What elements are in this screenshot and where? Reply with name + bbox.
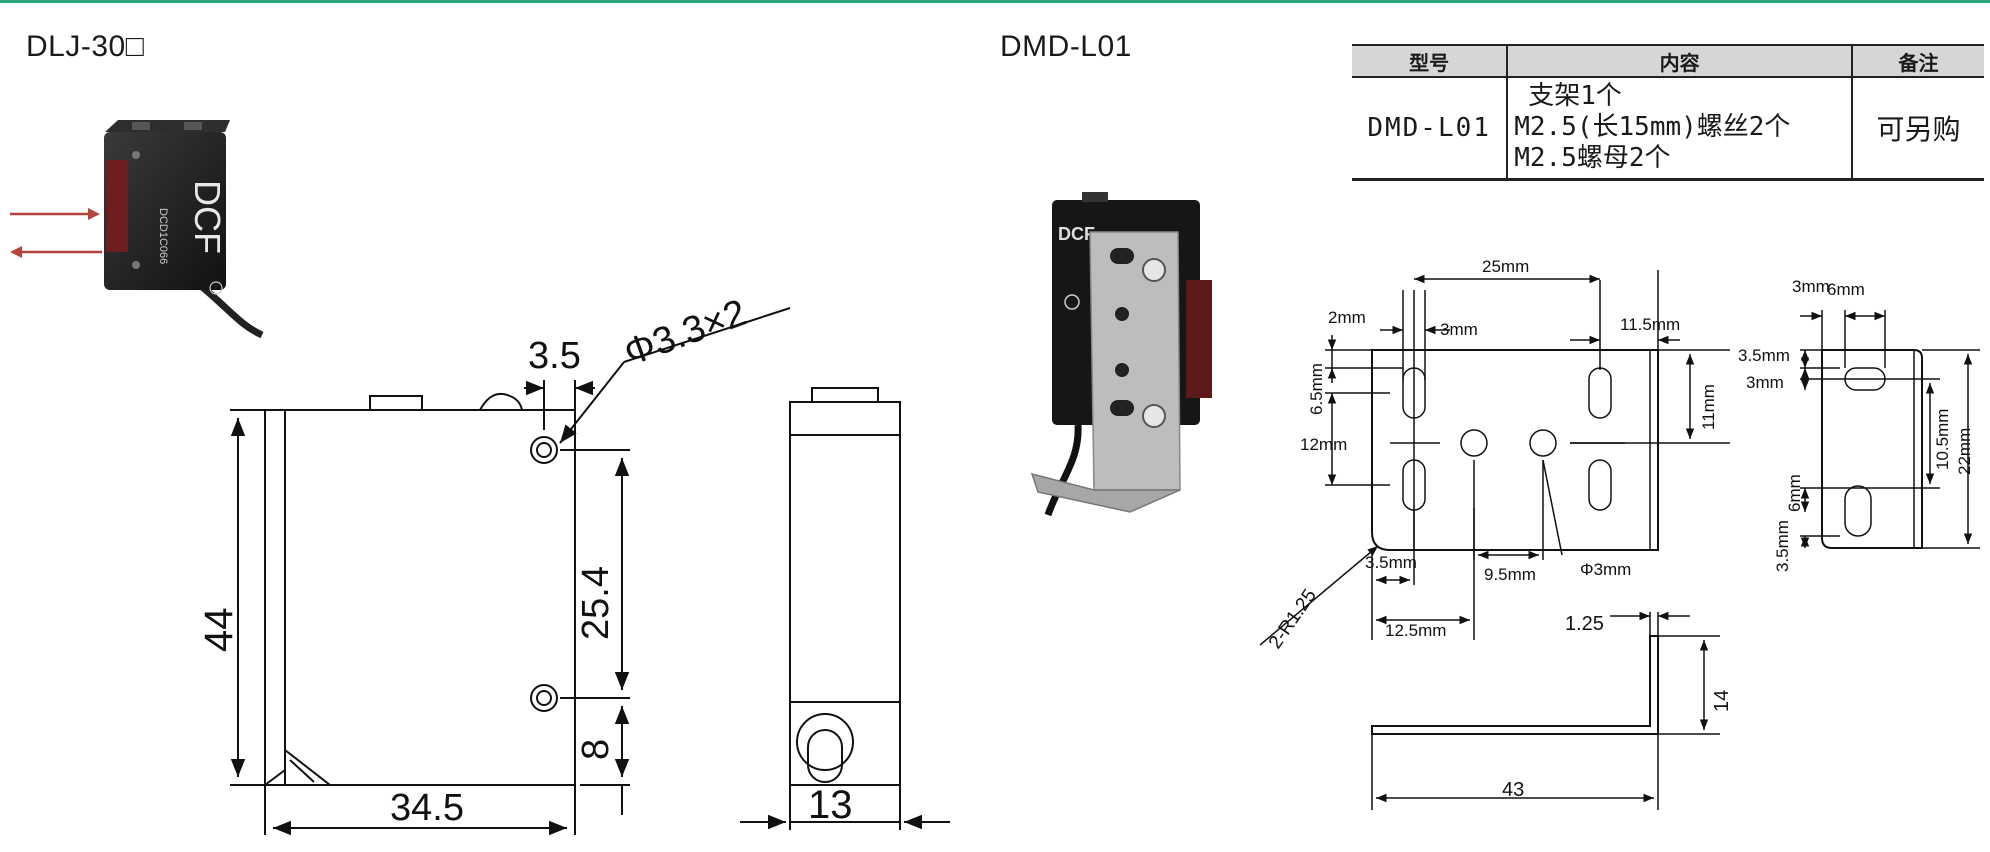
sensor-photo: DCF DCD1C066 bbox=[10, 120, 264, 339]
content-line: 支架1个 bbox=[1528, 81, 1622, 112]
dim-hole-diameter: Φ3.3×2 bbox=[619, 292, 752, 375]
spec-table: 型号 内容 备注 DMD-L01 支架1个 M2.5(长15mm)螺丝2个 M2… bbox=[1352, 44, 1984, 181]
left-model-title: DLJ-30□ bbox=[26, 30, 145, 63]
sensor-code-text: DCD1C066 bbox=[157, 208, 169, 264]
dim-side-3mm: 3mm bbox=[1792, 277, 1830, 296]
header-note: 备注 bbox=[1850, 44, 1984, 78]
dim-3-5: 3.5 bbox=[528, 335, 581, 377]
dim-12-5mm: 12.5mm bbox=[1385, 621, 1446, 640]
dim-6-5mm: 6.5mm bbox=[1307, 363, 1326, 415]
bracket-photo-brand: DCF bbox=[1058, 224, 1095, 244]
content-line: M2.5螺母2个 bbox=[1514, 143, 1671, 174]
dim-9-5mm: 9.5mm bbox=[1484, 565, 1536, 584]
dim-length-43: 43 bbox=[1502, 779, 1524, 801]
dim-11-5mm: 11.5mm bbox=[1620, 315, 1680, 334]
dim-25mm: 25mm bbox=[1482, 257, 1529, 276]
dim-side-3-5mm-b: 3.5mm bbox=[1773, 520, 1792, 572]
dim-side-3-5mm: 3.5mm bbox=[1738, 346, 1790, 365]
dim-side-6mm-b: 6mm bbox=[1785, 474, 1804, 512]
dim-side-3mm-b: 3mm bbox=[1746, 373, 1784, 392]
dim-12mm: 12mm bbox=[1300, 435, 1347, 454]
dim-3-5mm: 3.5mm bbox=[1365, 553, 1417, 572]
cell-content: 支架1个 M2.5(长15mm)螺丝2个 M2.5螺母2个 bbox=[1506, 77, 1853, 181]
header-content: 内容 bbox=[1506, 44, 1853, 78]
dim-bottom-8: 8 bbox=[575, 739, 617, 760]
dim-width-34-5: 34.5 bbox=[390, 787, 464, 829]
cell-model: DMD-L01 bbox=[1352, 77, 1509, 181]
bracket-dimension-drawing: 25mm 2mm 3mm 11.5mm 6.5mm 12mm 11mm 2-R1… bbox=[1259, 257, 1980, 810]
dim-height-44: 44 bbox=[197, 608, 241, 653]
dim-depth-13: 13 bbox=[808, 783, 853, 827]
dim-hole-3mm: Φ3mm bbox=[1580, 560, 1631, 579]
dim-side-10-5mm: 10.5mm bbox=[1933, 409, 1952, 470]
dim-11mm: 11mm bbox=[1699, 384, 1718, 430]
sensor-dimension-drawing: 3.5 Φ3.3×2 44 25.4 8 34.5 13 bbox=[197, 292, 950, 836]
dim-side-6mm: 6mm bbox=[1827, 280, 1865, 299]
dim-height-14: 14 bbox=[1711, 690, 1733, 712]
dim-3mm: 3mm bbox=[1440, 320, 1478, 339]
header-model: 型号 bbox=[1352, 44, 1509, 78]
dim-pitch-25-4: 25.4 bbox=[575, 566, 617, 640]
dim-thickness-1-25: 1.25 bbox=[1565, 613, 1604, 635]
bracket-photo: DCF bbox=[1030, 192, 1212, 517]
dim-side-22mm: 22mm bbox=[1955, 428, 1974, 475]
sensor-brand-text: DCF bbox=[187, 180, 228, 254]
dim-2mm: 2mm bbox=[1328, 308, 1366, 327]
cell-note: 可另购 bbox=[1850, 77, 1984, 181]
content-line: M2.5(长15mm)螺丝2个 bbox=[1514, 112, 1791, 143]
top-accent-line bbox=[0, 0, 1990, 3]
dim-radius: 2-R1.25 bbox=[1265, 585, 1321, 652]
right-model-title: DMD-L01 bbox=[1000, 30, 1132, 63]
